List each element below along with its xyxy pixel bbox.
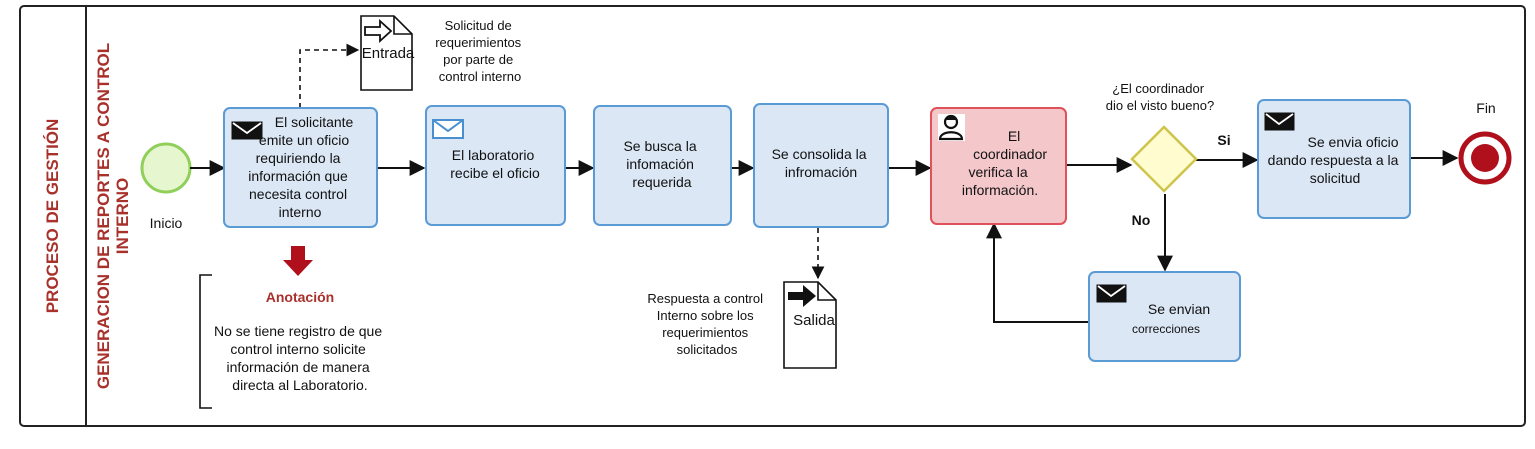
lane-label-line1: GENERACION DE REPORTES A CONTROL xyxy=(94,43,113,389)
gateway-no-label: No xyxy=(1132,212,1151,228)
svg-text:Se busca la infomación: Se busca la infomación requerida xyxy=(623,138,700,190)
down-arrow-icon xyxy=(283,246,313,276)
svg-text:Se envia oficio dando re: Se envia oficio dando respuesta a la sol… xyxy=(1268,134,1403,186)
entrada-label: Entrada xyxy=(362,45,415,62)
receive-message-icon xyxy=(432,119,464,139)
pool-label: PROCESO DE GESTIÓN xyxy=(43,119,62,314)
lane-label-line2: INTERNO xyxy=(113,178,132,255)
svg-text:El solicitante emite un: El solicitante emite un oficio requirien… xyxy=(248,114,357,220)
salida-label: Salida xyxy=(793,312,835,329)
send-message-icon xyxy=(1096,284,1127,303)
end-event[interactable] xyxy=(1458,131,1512,185)
gateway-yes-label: Si xyxy=(1217,132,1230,148)
svg-text:No se tiene registro de que: No se tiene registro de que control inte… xyxy=(214,323,386,393)
gateway-question: ¿El coordinador dio el visto bueno? xyxy=(1106,81,1214,113)
salida-note: Respuesta a control Interno sobre los re… xyxy=(647,291,766,357)
svg-text:Se envian correcciones: Se envian correcciones xyxy=(1132,301,1214,336)
task-laboratorio[interactable]: El laboratorio recibe el oficio xyxy=(425,105,566,226)
end-label: Fin xyxy=(1476,100,1495,116)
sequence-flows xyxy=(190,150,1459,323)
decision-gateway[interactable] xyxy=(1130,125,1198,193)
svg-text:El laboratorio recibe el: El laboratorio recibe el oficio xyxy=(450,147,540,181)
salida-data-object[interactable]: Salida xyxy=(783,281,837,369)
user-icon xyxy=(938,114,965,141)
send-message-icon xyxy=(1264,112,1295,131)
task-solicitante[interactable]: El solicitante emite un oficio requirien… xyxy=(223,107,378,228)
data-associations xyxy=(299,43,825,280)
start-label: Inicio xyxy=(150,215,183,231)
task-coordinador-verifica[interactable]: El coordinador verifica la información. xyxy=(930,107,1067,225)
annotation: Anotación No se tiene registro de que co… xyxy=(199,274,386,409)
task-envia-oficio[interactable]: Se envia oficio dando respuesta a la sol… xyxy=(1257,99,1411,219)
entrada-note: Solicitud de requerimientos por parte de… xyxy=(435,18,525,84)
start-event[interactable] xyxy=(140,142,192,194)
input-arrow-icon xyxy=(364,18,393,44)
svg-text:Se consolida la infromac: Se consolida la infromación xyxy=(772,146,871,180)
output-arrow-icon xyxy=(788,285,816,307)
task-busca-informacion[interactable]: Se busca la infomación requerida xyxy=(593,105,732,226)
task-consolida[interactable]: Se consolida la infromación xyxy=(753,103,889,228)
annotation-title: Anotación xyxy=(266,289,334,305)
entrada-data-object[interactable]: Entrada xyxy=(360,15,415,91)
svg-text:El coordinador ver: El coordinador verifica la información. xyxy=(962,128,1051,198)
task-envian-correcciones[interactable]: Se envian correcciones xyxy=(1088,271,1241,362)
send-message-icon xyxy=(231,121,263,140)
